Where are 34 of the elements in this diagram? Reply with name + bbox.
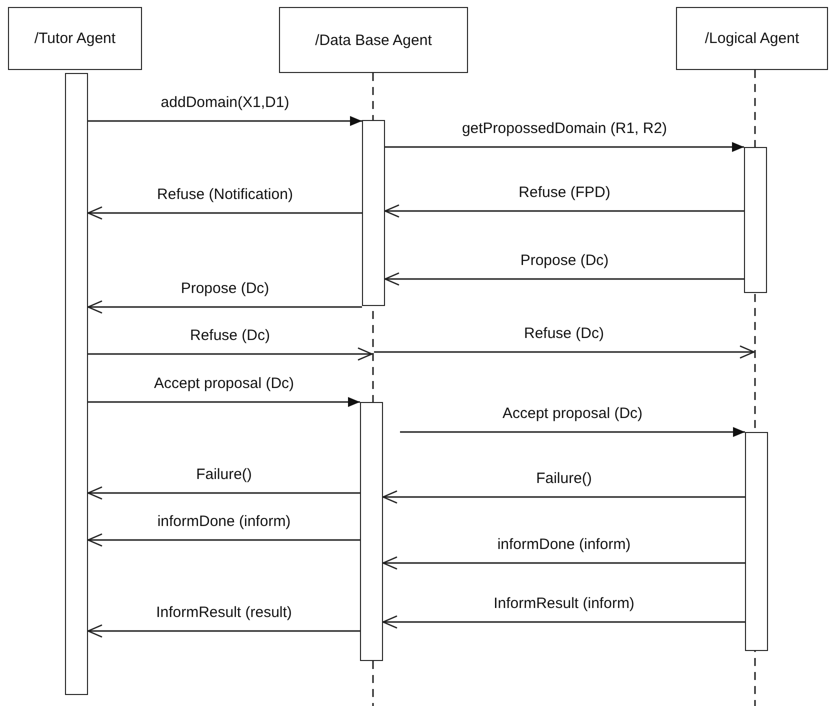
activation-bar (744, 147, 767, 293)
message-arrow (88, 116, 362, 126)
participant-box: /Tutor Agent (8, 7, 142, 70)
message-arrow (88, 397, 360, 407)
activation-bar (362, 120, 385, 306)
message-label: Refuse (Notification) (155, 186, 295, 203)
message-label: informDone (inform) (155, 513, 293, 530)
message-arrow (400, 427, 745, 437)
message-arrow (87, 486, 360, 500)
message-label: informDone (inform) (495, 536, 633, 553)
message-arrow (384, 204, 744, 218)
message-label: Accept proposal (Dc) (152, 375, 296, 392)
participant-box: /Logical Agent (676, 7, 828, 70)
activation-bar (65, 73, 88, 695)
message-arrow (88, 347, 373, 361)
message-label: Failure() (534, 470, 594, 487)
message-arrow (87, 206, 362, 220)
message-label: Refuse (FPD) (516, 184, 612, 201)
message-label: addDomain(X1,D1) (158, 94, 292, 111)
participant-box: /Data Base Agent (279, 7, 468, 73)
message-arrow (385, 142, 744, 152)
message-arrow (382, 556, 745, 570)
activation-bar (360, 402, 383, 661)
activation-bar (745, 432, 768, 651)
message-label: Failure() (194, 466, 254, 483)
message-label: getPropossedDomain (R1, R2) (460, 120, 670, 137)
message-arrow (382, 615, 745, 629)
message-arrow (384, 272, 744, 286)
message-arrow (87, 624, 360, 638)
message-arrow (87, 300, 362, 314)
message-arrow (382, 490, 745, 504)
message-arrow (87, 533, 360, 547)
message-label: Accept proposal (Dc) (500, 405, 645, 422)
message-arrow (374, 345, 755, 359)
